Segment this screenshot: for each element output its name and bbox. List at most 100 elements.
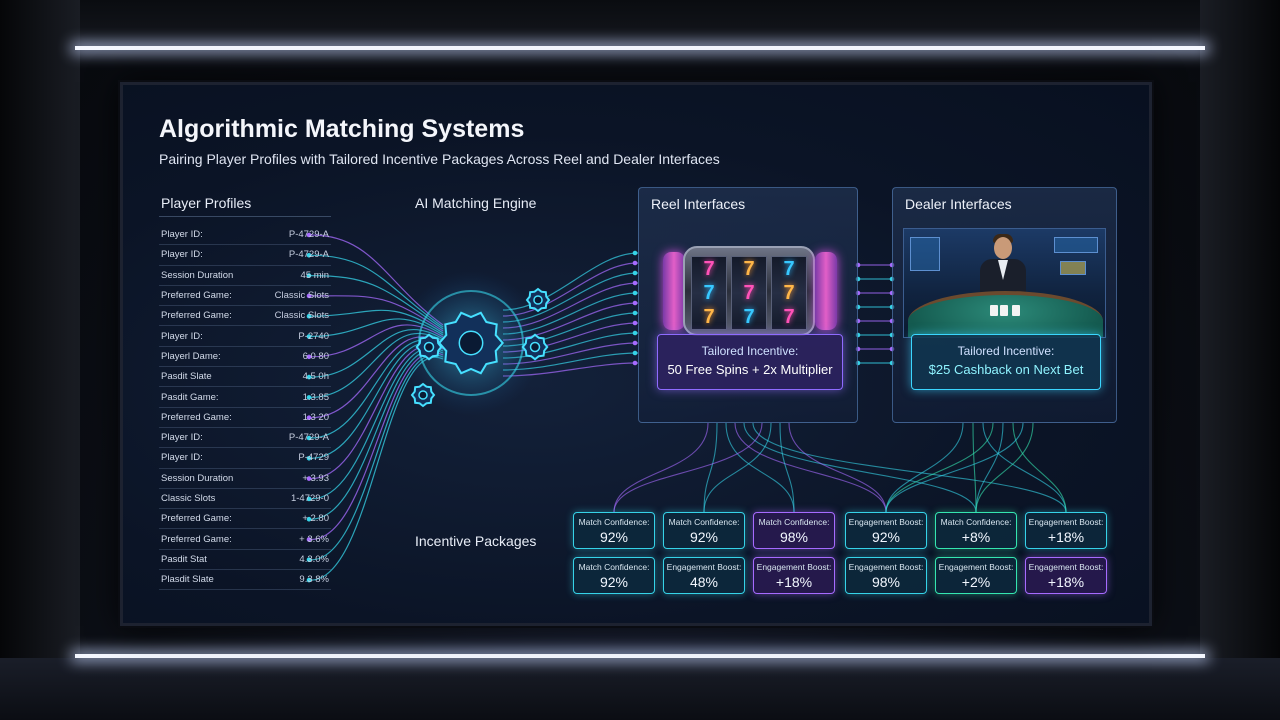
profile-row: Preferred Game:Classic Slots [159,306,331,327]
connection-node [632,290,638,296]
profile-value: 9.3 8% [299,574,329,586]
profile-value: + 2.80 [302,513,329,525]
connection-node [632,340,638,346]
dealer-incentive-value: $25 Cashback on Next Bet [928,362,1084,377]
display-screen: Algorithmic Matching Systems Pairing Pla… [120,82,1152,626]
player-profiles-heading: Player Profiles [161,195,252,211]
connection-line [752,422,1067,513]
metric-card: Match Confidence: 92% [663,512,745,549]
profile-value: 1-4729-0 [290,493,329,504]
metric-card: Engagement Boost: 48% [663,557,745,594]
connection-line [725,422,795,513]
dealer-panel-title: Dealer Interfaces [905,196,1012,212]
connection-node [632,320,638,326]
connection-node [632,310,638,316]
profile-row: Playerl Dame: 6 0 80 [159,347,331,368]
metric-card: Engagement Boost:+18% [1025,557,1107,594]
metric-label: Engagement Boost: [666,562,742,572]
profile-label: Playerl Dame: [161,350,221,362]
metric-value: 48% [689,574,719,590]
profile-row: Preferred Game:1.3 20 [159,408,331,428]
profile-label: Pasdit Game: [161,391,219,403]
floor-light-strip [75,654,1205,658]
profile-row: Classic Slots 1-4729-0 [159,489,331,510]
metric-label: Engagement Boost: [1028,562,1104,572]
connection-node [306,354,312,360]
profile-row: Player ID: P-2740 [159,326,331,347]
metric-label: Match Confidence: [758,517,830,527]
profile-label: Player ID: [161,229,203,241]
connection-node [632,330,638,336]
metric-value: 92% [689,529,719,545]
connection-line [975,422,1004,513]
metric-label: Engagement Boost: [938,562,1014,572]
profile-label: Plasdit Slate [161,574,214,586]
connection-line [975,422,1034,513]
dealer-incentive-label: Tailored Incentive: [957,344,1055,358]
profiles-divider [159,216,331,217]
profile-value: + 3.93 [302,472,329,484]
profile-row: Player ID: P-4729-A [159,225,331,246]
profile-value: 6 0 80 [302,350,329,362]
metric-card: Match Confidence:98% [753,512,835,549]
profile-label: Player ID: [161,432,203,444]
connection-node [306,253,312,258]
connection-node [632,270,638,276]
connection-node [306,374,312,380]
metric-label: Engagement Boost: [1028,517,1104,527]
profile-value: 4.5 0h [302,371,329,383]
profile-value: P-2740 [298,330,329,342]
profile-value: Classic Slots [274,290,329,302]
profile-value: Classic Slots [274,310,329,322]
profile-value: 4.3.0% [299,553,329,565]
profile-label: Session Duration [161,269,234,281]
connection-node [632,250,638,256]
profile-value: + 3.6% [299,533,329,545]
metric-label: Match Confidence: [578,517,650,527]
connection-line [1012,422,1067,513]
metric-value: 92% [599,529,629,545]
connection-node [632,360,638,366]
profile-value: P-4729 [298,452,329,464]
metric-label: Match Confidence: [668,517,740,527]
metric-value: 98% [871,574,901,590]
profile-value: 1.3.85 [302,391,329,403]
connection-node [306,273,312,278]
right-wall [1200,0,1280,720]
connection-line [885,422,994,513]
reel-incentive-box: Tailored Incentive: 50 Free Spins + 2x M… [657,334,843,390]
page-subtitle: Pairing Player Profiles with Tailored In… [159,151,720,167]
profile-row: Session Duration+ 3.93 [159,469,331,489]
metric-value: +2% [961,574,991,590]
connection-node [306,395,312,400]
profile-row: Pasdit Game: 1.3.85 [159,387,331,408]
profile-value: 1.3 20 [302,411,329,423]
connection-line [885,422,964,513]
connection-line [982,422,1067,513]
connection-node [306,537,312,542]
profile-row: Player ID:P-4729-A [159,245,331,266]
reel-incentive-label: Tailored Incentive: [701,344,799,358]
profile-label: Player ID: [161,330,203,342]
connection-line [788,422,887,513]
metric-card: Match Confidence: 92% [573,557,655,594]
incentive-packages-heading: Incentive Packages [415,533,537,549]
metric-label: Engagement Boost: [848,562,924,572]
profile-row: Preferred Game:+ 3.6% [159,529,331,550]
connection-node [306,496,312,502]
connection-node [306,557,312,563]
profile-label: Preferred Game: [161,290,232,302]
ceiling-light-strip [75,46,1205,50]
reel-incentive-value: 50 Free Spins + 2x Multiplier [667,362,833,377]
metric-label: Match Confidence: [578,562,650,572]
connection-line [613,422,709,513]
profile-label: Classic Slots [161,493,216,504]
connection-lines [306,232,1067,583]
metric-card: Match Confidence:+8% [935,512,1017,549]
connection-node [632,260,638,266]
profile-value: P-4729-A [288,229,329,241]
metric-value: 92% [599,574,629,590]
